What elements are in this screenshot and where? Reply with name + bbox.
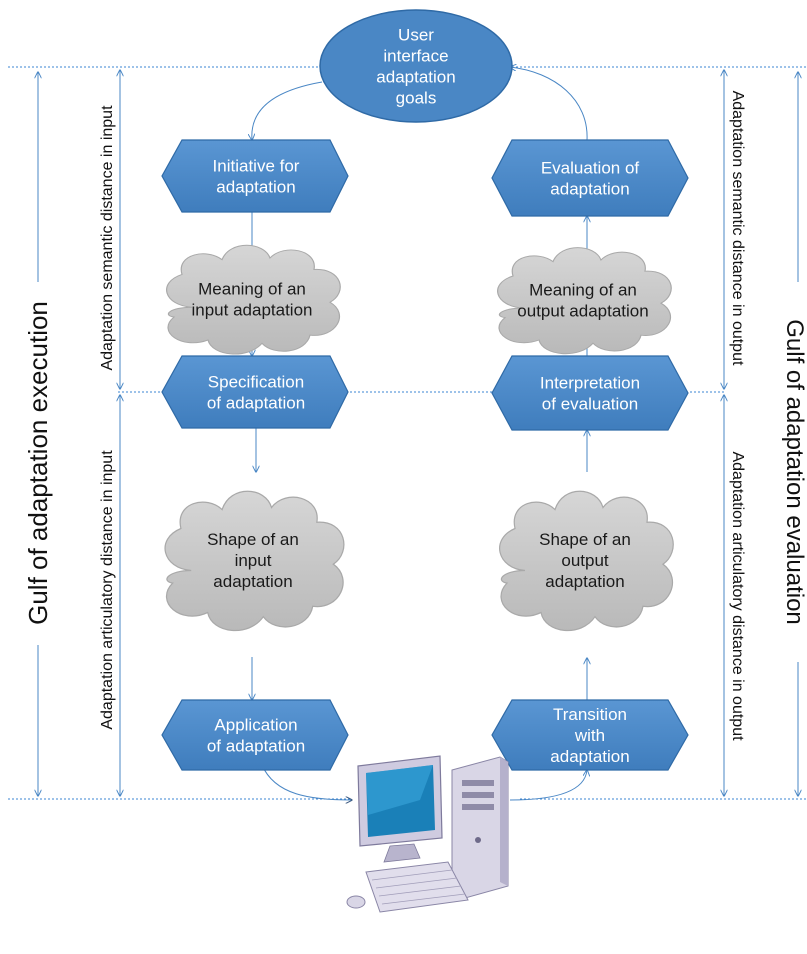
specification-label: Specification of adaptation bbox=[207, 373, 305, 413]
application-to-computer-arrow bbox=[261, 764, 352, 800]
shape-input-label: Shape of an input adaptation bbox=[207, 530, 299, 591]
goals-label-line: User bbox=[398, 26, 434, 45]
shape-output-cloud: Shape of an output adaptation bbox=[498, 490, 674, 632]
shape-output-label-line: Shape of an bbox=[539, 530, 631, 549]
evaluation-label: Evaluation of adaptation bbox=[541, 159, 640, 199]
shape-output-label: Shape of an output adaptation bbox=[539, 530, 631, 591]
semantic-output-label: Adaptation semantic distance in output bbox=[729, 91, 746, 366]
shape-input-label-line: Shape of an bbox=[207, 530, 299, 549]
measure-arrows bbox=[38, 70, 798, 796]
application-label-line: of adaptation bbox=[207, 737, 305, 756]
articulatory-output-label: Adaptation articulatory distance in outp… bbox=[729, 451, 746, 741]
meaning-input-label-line: Meaning of an bbox=[198, 280, 306, 299]
specification-label-line: of adaptation bbox=[207, 394, 305, 413]
computer-to-transition-arrow bbox=[509, 770, 587, 801]
transition-label-line: adaptation bbox=[550, 747, 629, 766]
meaning-output-label: Meaning of an output adaptation bbox=[517, 281, 648, 321]
application-node: Application of adaptation bbox=[161, 699, 349, 771]
shape-input-label-line: input bbox=[235, 551, 272, 570]
interpretation-label-line: of evaluation bbox=[542, 395, 638, 414]
evaluation-to-goals-arrow bbox=[510, 67, 588, 141]
interpretation-node: Interpretation of evaluation bbox=[491, 355, 689, 431]
specification-label-line: Specification bbox=[208, 373, 304, 392]
interpretation-label: Interpretation of evaluation bbox=[540, 374, 640, 414]
initiative-node: Initiative for adaptation bbox=[161, 139, 349, 213]
meaning-output-label-line: output adaptation bbox=[517, 302, 648, 321]
transition-label-line: Transition bbox=[553, 705, 627, 724]
articulatory-input-label: Adaptation articulatory distance in inpu… bbox=[99, 450, 116, 730]
transition-node: Transition with adaptation bbox=[491, 699, 689, 771]
evaluation-label-line: Evaluation of bbox=[541, 159, 640, 178]
transition-label-line: with bbox=[574, 726, 605, 745]
meaning-input-cloud: Meaning of an input adaptation bbox=[166, 244, 341, 355]
shape-output-label-line: adaptation bbox=[545, 572, 624, 591]
goals-label-line: interface bbox=[383, 47, 448, 66]
goals-label: User interface adaptation goals bbox=[376, 26, 455, 108]
initiative-label: Initiative for adaptation bbox=[213, 157, 300, 197]
transition-label: Transition with adaptation bbox=[550, 705, 629, 766]
goals-label-line: adaptation bbox=[376, 68, 455, 87]
shape-output-label-line: output bbox=[561, 551, 609, 570]
interpretation-label-line: Interpretation bbox=[540, 374, 640, 393]
semantic-input-label: Adaptation semantic distance in input bbox=[99, 105, 116, 371]
gulf-evaluation-label: Gulf of adaptation evaluation bbox=[781, 319, 807, 625]
desktop-computer-icon bbox=[346, 755, 509, 913]
specification-node: Specification of adaptation bbox=[161, 355, 349, 429]
initiative-label-line: adaptation bbox=[216, 178, 295, 197]
evaluation-node: Evaluation of adaptation bbox=[491, 139, 689, 217]
gulf-execution-label: Gulf of adaptation execution bbox=[23, 301, 53, 625]
goals-label-line: goals bbox=[396, 89, 437, 108]
meaning-input-label: Meaning of an input adaptation bbox=[192, 280, 313, 320]
goals-to-initiative-arrow bbox=[252, 81, 323, 140]
initiative-label-line: Initiative for bbox=[213, 157, 300, 176]
meaning-input-label-line: input adaptation bbox=[192, 301, 313, 320]
application-label-line: Application bbox=[214, 716, 297, 735]
application-label: Application of adaptation bbox=[207, 716, 305, 756]
shape-input-cloud: Shape of an input adaptation bbox=[164, 490, 345, 632]
shape-input-label-line: adaptation bbox=[213, 572, 292, 591]
goals-node: User interface adaptation goals bbox=[319, 9, 513, 123]
meaning-output-cloud: Meaning of an output adaptation bbox=[497, 247, 672, 355]
meaning-output-label-line: Meaning of an bbox=[529, 281, 637, 300]
evaluation-label-line: adaptation bbox=[550, 180, 629, 199]
